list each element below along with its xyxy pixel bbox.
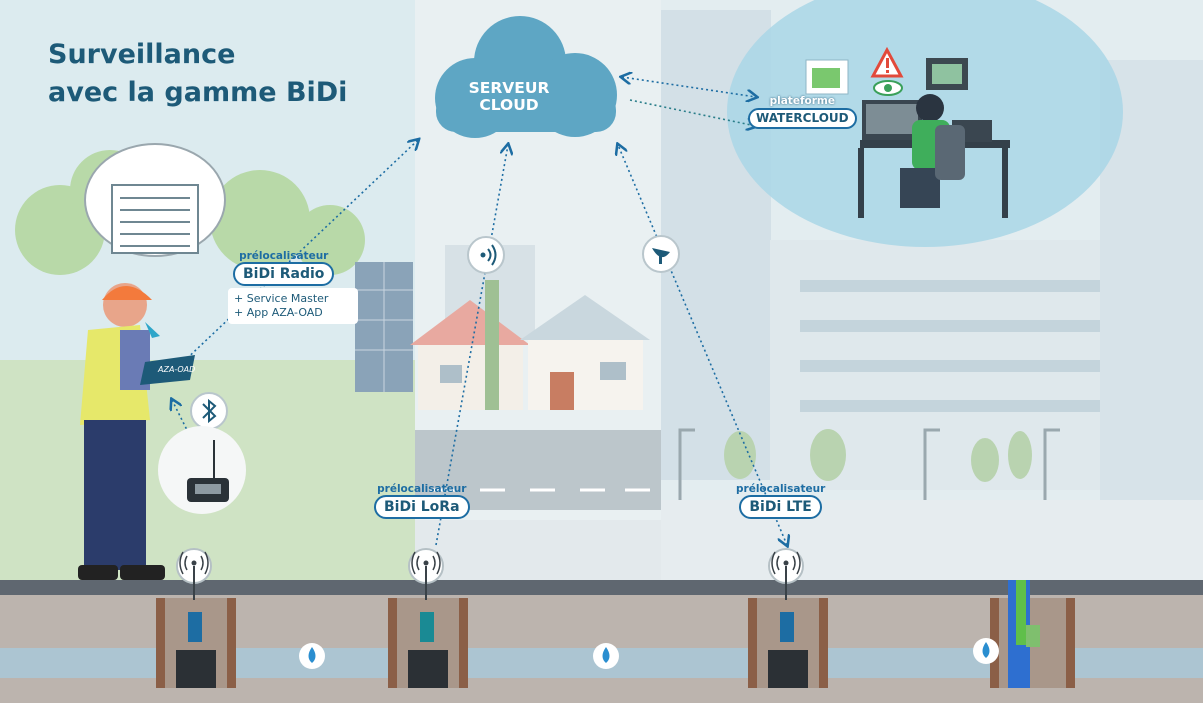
radio-signal-icon <box>176 548 212 600</box>
bluetooth-icon <box>190 392 228 430</box>
service-item: + App AZA-OAD <box>234 306 323 319</box>
page-title: Surveillance avec la gamme BiDi <box>48 36 347 112</box>
badge-name: BiDi LTE <box>739 495 822 519</box>
water-drop-icon-2 <box>593 643 619 669</box>
bidi-lte-badge: prélocalisateur BiDi LTE <box>736 483 825 519</box>
badge-prefix: prélocalisateur <box>377 483 467 495</box>
technician: AZA-OAD <box>78 143 226 580</box>
title-line-2: avec la gamme BiDi <box>48 77 348 108</box>
bidi-radio-badge: prélocalisateur BiDi Radio <box>233 250 335 286</box>
pavement-edge <box>0 580 1203 595</box>
cloud-label-line-2: CLOUD <box>479 96 539 114</box>
warning-icon <box>870 46 904 78</box>
water-drop-icon-3 <box>973 638 999 664</box>
valve-chamber-2 <box>388 598 468 688</box>
title-line-1: Surveillance <box>48 39 236 70</box>
watercloud-badge: plateforme WATERCLOUD <box>748 96 857 129</box>
bidi-radio-device <box>158 426 246 514</box>
satellite-antenna-icon <box>642 235 680 273</box>
bidi-lora-badge: prélocalisateur BiDi LoRa <box>374 483 470 519</box>
badge-name: BiDi LoRa <box>374 495 470 519</box>
eye-icon <box>873 80 903 96</box>
services-box: + Service Master + App AZA-OAD <box>228 288 358 324</box>
radio-signal-icon-2 <box>408 548 444 600</box>
badge-name: BiDi Radio <box>233 262 335 286</box>
valve-chamber-3 <box>748 598 828 688</box>
water-drop-icon <box>299 643 325 669</box>
platform-name: WATERCLOUD <box>748 108 857 129</box>
cloud-server-shape <box>435 16 617 138</box>
valve-chamber-1 <box>156 598 236 688</box>
badge-prefix: prélocalisateur <box>239 250 329 262</box>
radio-signal-icon-3 <box>768 548 804 600</box>
hydrant-chamber <box>990 580 1075 688</box>
operator-workstation <box>858 94 1010 218</box>
lora-signal-icon <box>467 236 505 274</box>
service-item: + Service Master <box>234 292 329 305</box>
badge-prefix: prélocalisateur <box>736 483 826 495</box>
cloud-label-line-1: SERVEUR <box>468 79 550 97</box>
cloud-server-label: SERVEUR CLOUD <box>453 80 565 114</box>
platform-prefix: plateforme <box>769 95 835 107</box>
tablet <box>140 355 195 385</box>
cloud-to-watercloud-link-2 <box>629 99 756 126</box>
tablet-label: AZA-OAD <box>157 365 195 374</box>
report-document <box>111 184 199 254</box>
lte-to-cloud-link <box>618 145 787 545</box>
